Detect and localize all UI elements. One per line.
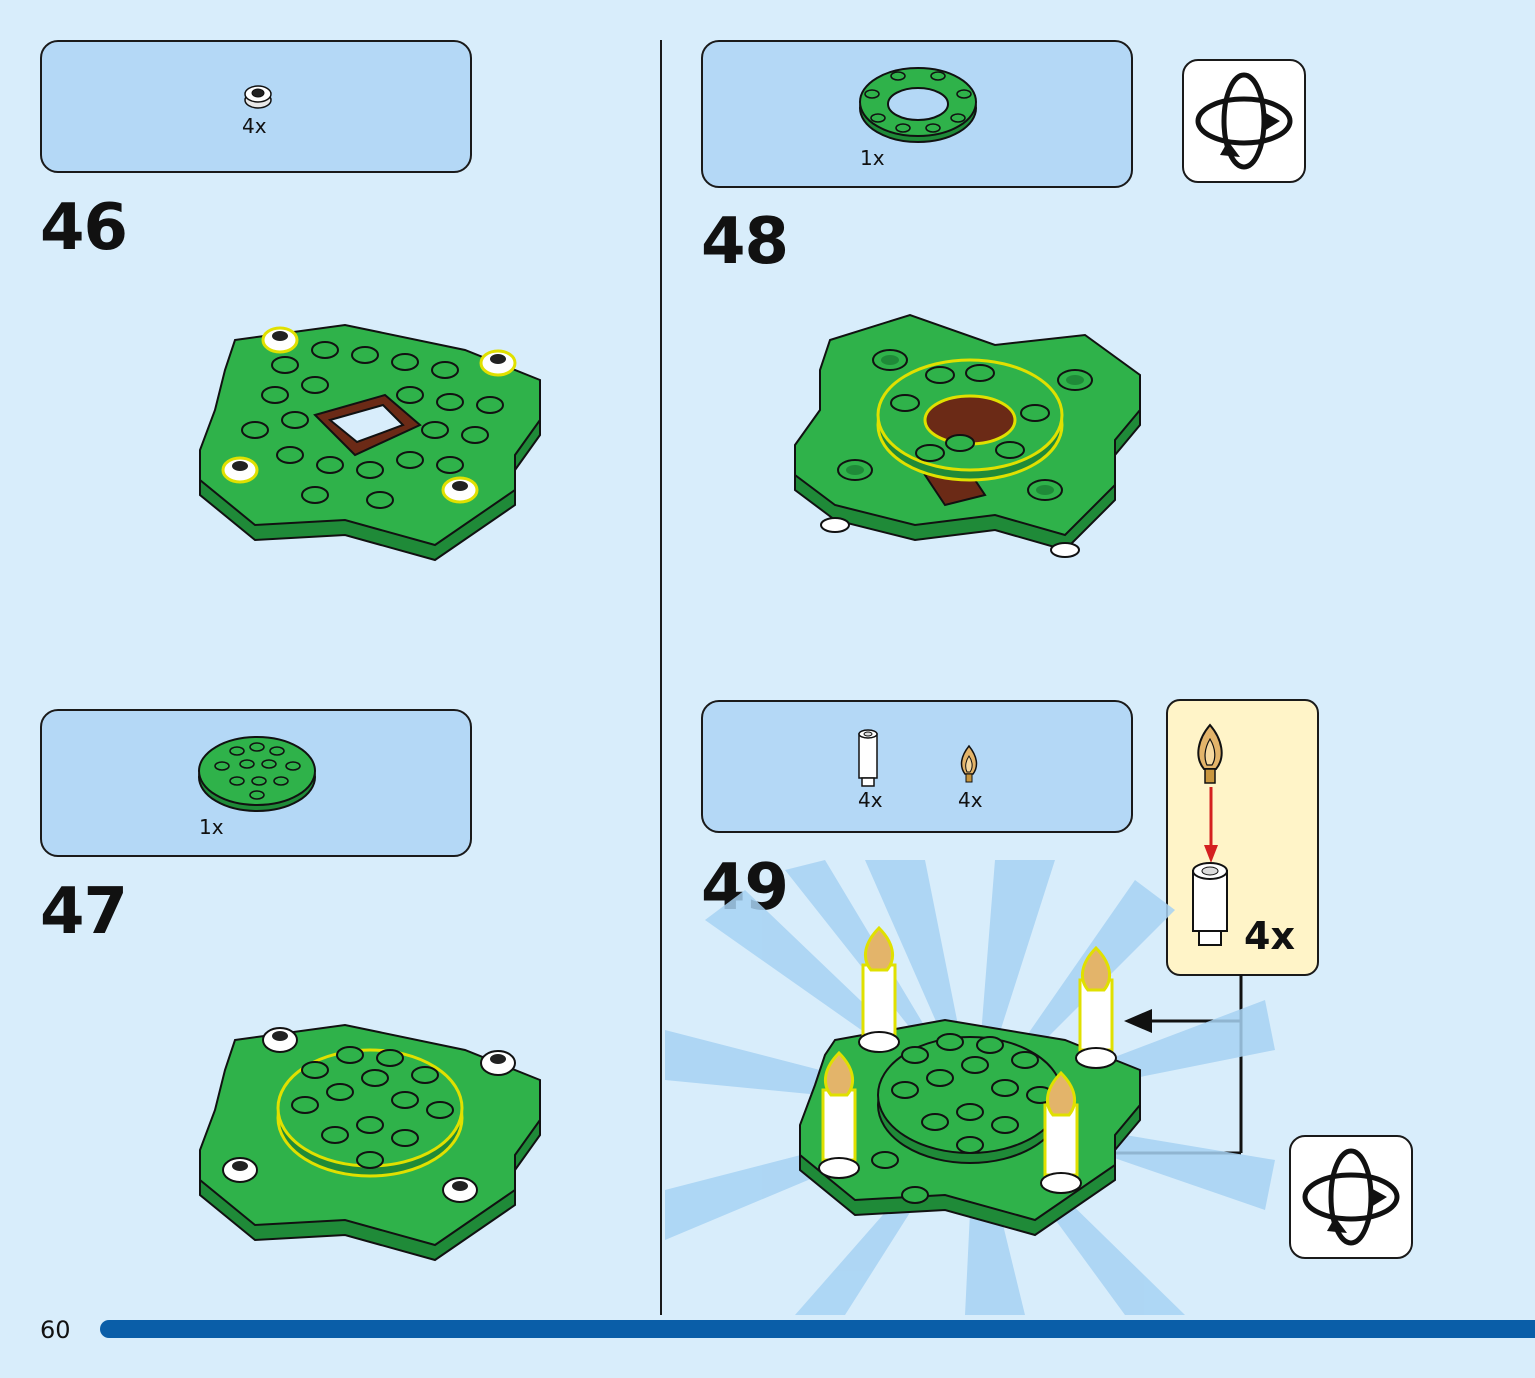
sub-assembly-callout: 4x xyxy=(1166,699,1319,976)
flame-icon xyxy=(1197,723,1223,784)
white-candle-brick-icon xyxy=(1192,862,1228,946)
part-qty: 4x xyxy=(958,788,983,812)
parts-box-step-46: 4x xyxy=(40,40,472,173)
assembly-arrow-icon xyxy=(1204,787,1218,863)
step-47-model-illustration xyxy=(199,1023,541,1262)
step-number-47: 47 xyxy=(40,875,128,949)
step-46-model-illustration xyxy=(199,323,541,562)
step-48-model-illustration xyxy=(794,313,1141,558)
part-qty: 4x xyxy=(858,788,883,812)
callout-qty: 4x xyxy=(1244,914,1295,958)
green-round-plate-icon xyxy=(198,736,316,812)
rotate-model-indicator xyxy=(1289,1135,1413,1259)
part-qty: 1x xyxy=(199,815,224,839)
progress-bar xyxy=(100,1320,1535,1338)
page-divider xyxy=(660,40,662,1315)
rotate-model-indicator xyxy=(1182,59,1306,183)
parts-box-step-49: 4x 4x xyxy=(701,700,1133,833)
rotate-model-icon xyxy=(1302,1148,1400,1246)
parts-box-step-47: 1x xyxy=(40,709,472,857)
white-round-brick-icon xyxy=(244,85,272,109)
step-49-model-illustration xyxy=(665,860,1275,1315)
rotate-model-icon xyxy=(1195,72,1293,170)
page-number: 60 xyxy=(40,1316,71,1344)
step-number-48: 48 xyxy=(701,205,789,279)
step-number-46: 46 xyxy=(40,191,128,265)
flame-icon xyxy=(960,744,978,783)
green-ring-plate-icon xyxy=(859,67,977,143)
white-candle-brick-icon xyxy=(858,729,878,787)
part-qty: 4x xyxy=(242,114,267,138)
part-qty: 1x xyxy=(860,146,885,170)
parts-box-step-48: 1x xyxy=(701,40,1133,188)
